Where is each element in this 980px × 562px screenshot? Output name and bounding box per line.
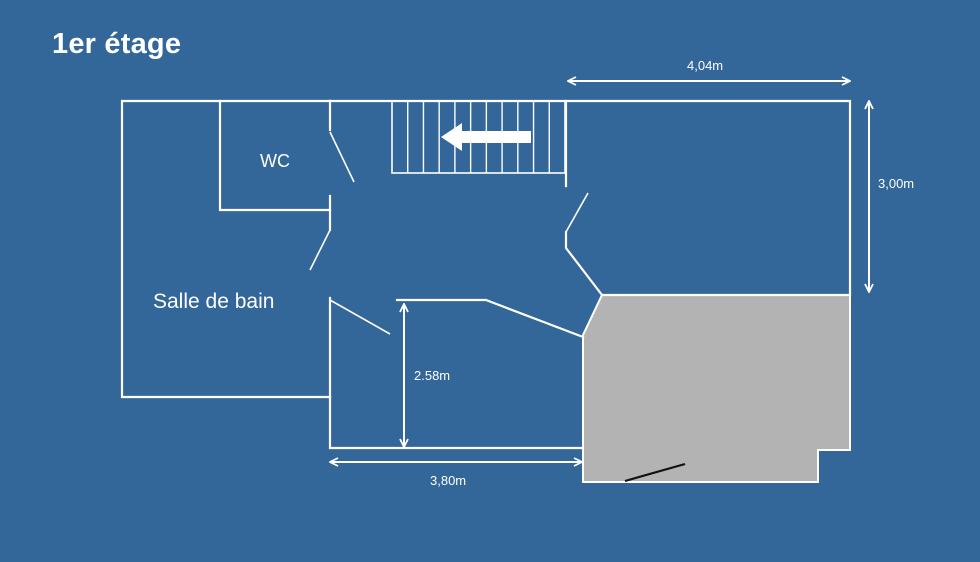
dim-inner-height-label: 2.58m bbox=[414, 368, 450, 383]
outer-wall-left bbox=[120, 99, 332, 399]
dim-bottom-width-label: 3,80m bbox=[430, 473, 466, 488]
wc-door-leaf bbox=[329, 131, 355, 183]
wc-wall bbox=[218, 99, 332, 212]
landing-door-leaf bbox=[565, 192, 589, 233]
staircase bbox=[391, 100, 566, 174]
floor-title: 1er étage bbox=[52, 28, 182, 60]
bathroom-label: Salle de bain bbox=[153, 290, 274, 313]
room-door-leaf bbox=[329, 299, 391, 335]
stair-direction-arrow bbox=[441, 123, 531, 151]
shaded-area bbox=[582, 294, 851, 483]
landing-wall-diagonal bbox=[564, 230, 604, 297]
dim-top-width-label: 4,04m bbox=[687, 58, 723, 73]
dim-right-height-label: 3,00m bbox=[878, 176, 914, 191]
bottom-wall bbox=[328, 395, 585, 450]
wc-label: WC bbox=[260, 151, 290, 171]
opening-mark bbox=[624, 462, 686, 483]
bathroom-door-leaf bbox=[309, 229, 331, 271]
partition-wall bbox=[395, 298, 585, 339]
outer-wall-top bbox=[328, 99, 852, 297]
